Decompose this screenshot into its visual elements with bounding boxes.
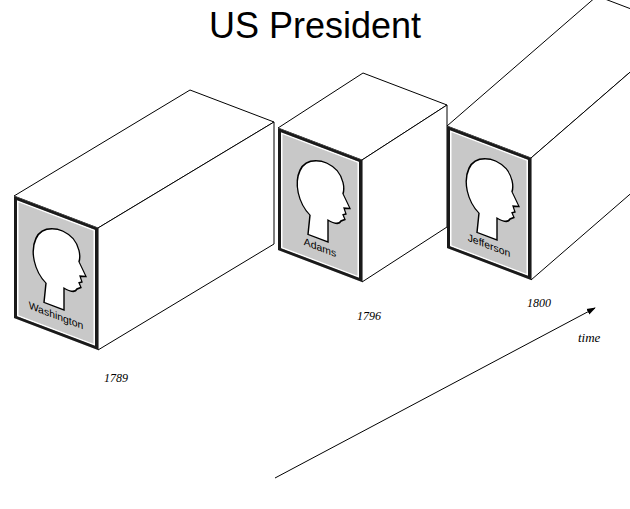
year-label: 1800 bbox=[527, 296, 551, 311]
prism-box bbox=[447, 0, 630, 280]
prism-box bbox=[14, 90, 274, 350]
head-silhouette bbox=[450, 130, 528, 276]
time-arrow bbox=[275, 308, 595, 478]
head-outline bbox=[297, 152, 350, 250]
prism-side bbox=[531, 28, 630, 280]
axis-label: time bbox=[578, 330, 600, 346]
president-panel: Jefferson bbox=[447, 126, 531, 280]
prism-side bbox=[362, 105, 447, 282]
prism-box bbox=[278, 73, 447, 282]
prism-side bbox=[98, 122, 274, 350]
year-label: 1789 bbox=[104, 371, 128, 386]
head-silhouette bbox=[281, 132, 359, 278]
president-panel: Adams bbox=[278, 128, 362, 282]
year-label: 1796 bbox=[357, 309, 381, 324]
title: US President bbox=[0, 6, 630, 46]
president-panel: Washington bbox=[14, 196, 98, 350]
